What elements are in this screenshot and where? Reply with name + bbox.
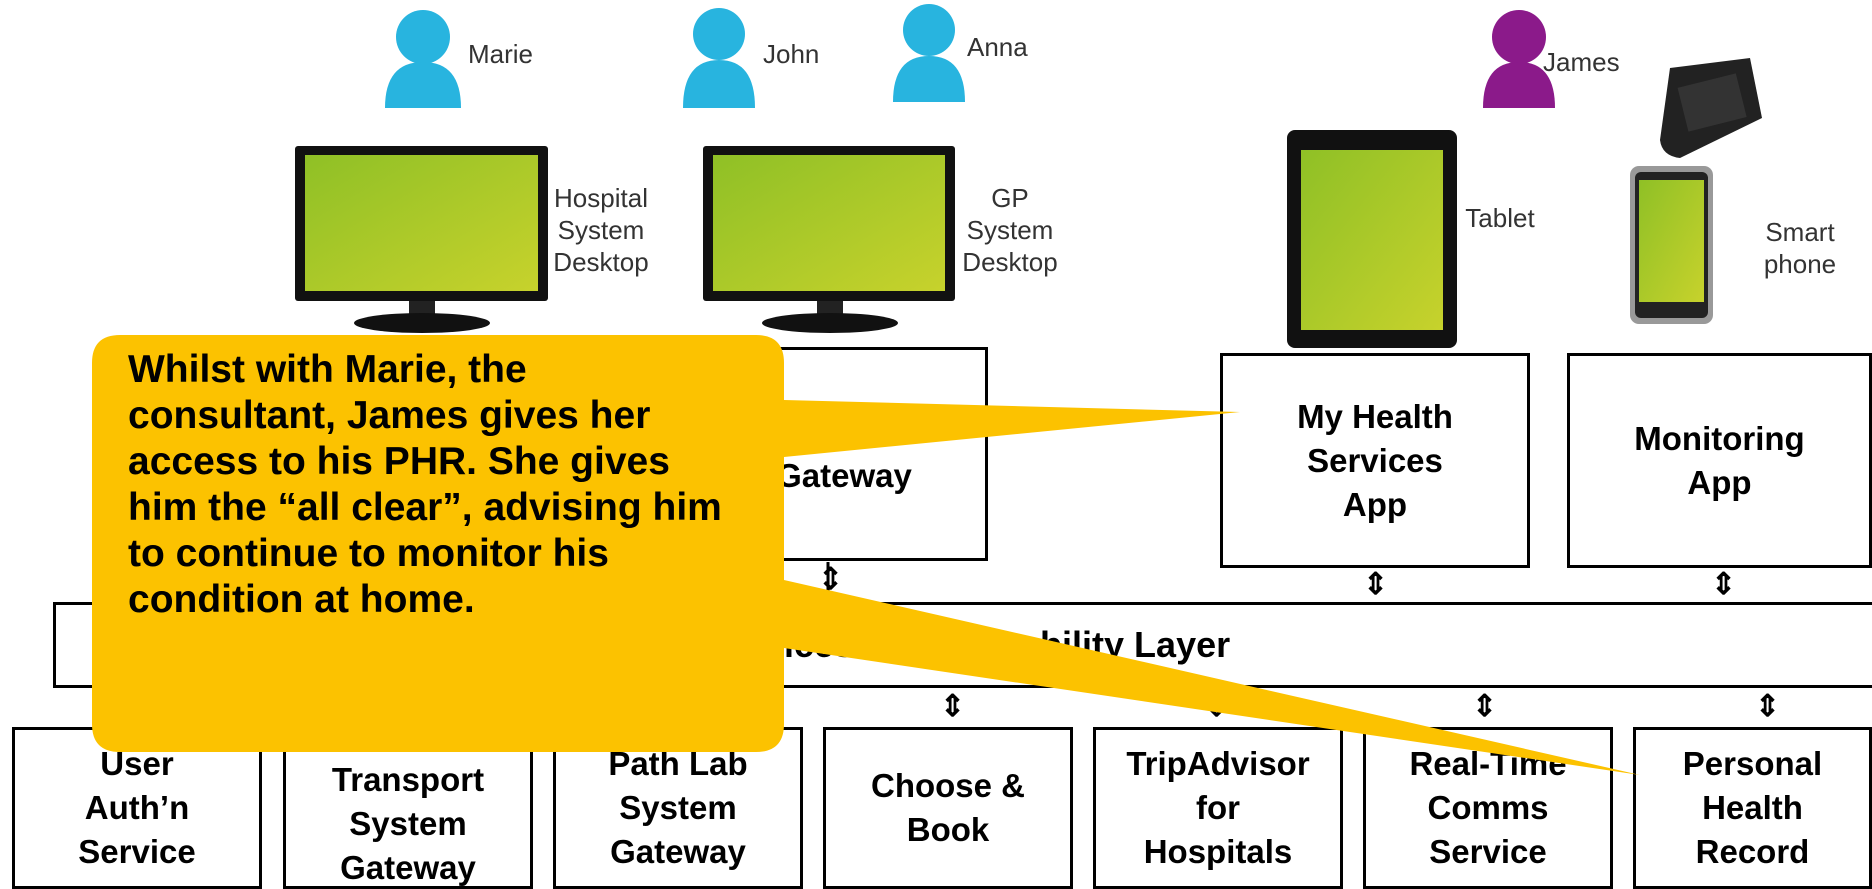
callout-text: Whilst with Marie, the consultant, James…: [128, 348, 722, 621]
tablet-icon: [1287, 130, 1457, 348]
hospital-desktop-icon: [295, 146, 548, 333]
arrow-layer-realtime: ⇕: [1472, 690, 1498, 723]
gp-desktop-icon: [703, 146, 955, 333]
service-patient-transport: Patient Transport System Gateway: [283, 727, 533, 889]
router-icon: [1660, 58, 1762, 158]
smartphone-icon: [1630, 166, 1713, 324]
person-icon-john: [683, 8, 755, 108]
person-label-anna: Anna: [967, 32, 1028, 62]
monitoring-app-box: Monitoring App: [1567, 353, 1872, 568]
service-realtime-comms: Real-Time Comms Service: [1363, 727, 1613, 889]
person-icon-james: [1483, 10, 1555, 108]
gp-device-label: GP System Desktop: [962, 183, 1058, 277]
person-label-marie: Marie: [468, 39, 534, 69]
service-choose-book: Choose & Book: [823, 727, 1073, 889]
person-icon-anna: [893, 4, 965, 102]
smartphone-label: Smart phone: [1763, 217, 1837, 279]
hospital-device-label: Hospital System Desktop: [553, 183, 649, 277]
service-user-auth: User Auth’n Service: [12, 727, 262, 889]
arrow-myhealth-layer: ⇕: [1363, 568, 1389, 601]
arrow-monitoring-layer: ⇕: [1711, 568, 1737, 601]
my-health-services-app-box: My Health Services App: [1220, 353, 1530, 568]
person-label-john: John: [763, 39, 820, 69]
person-label-james: James: [1543, 47, 1620, 77]
tablet-label: Tablet: [1465, 203, 1535, 233]
arrow-layer-choose-book: ⇕: [940, 690, 966, 723]
service-tripadvisor: TripAdvisor for Hospitals: [1093, 727, 1343, 889]
service-personal-health-record: Personal Health Record: [1633, 727, 1872, 889]
arrow-layer-phr: ⇕: [1755, 690, 1781, 723]
person-icon-marie: [385, 10, 461, 108]
